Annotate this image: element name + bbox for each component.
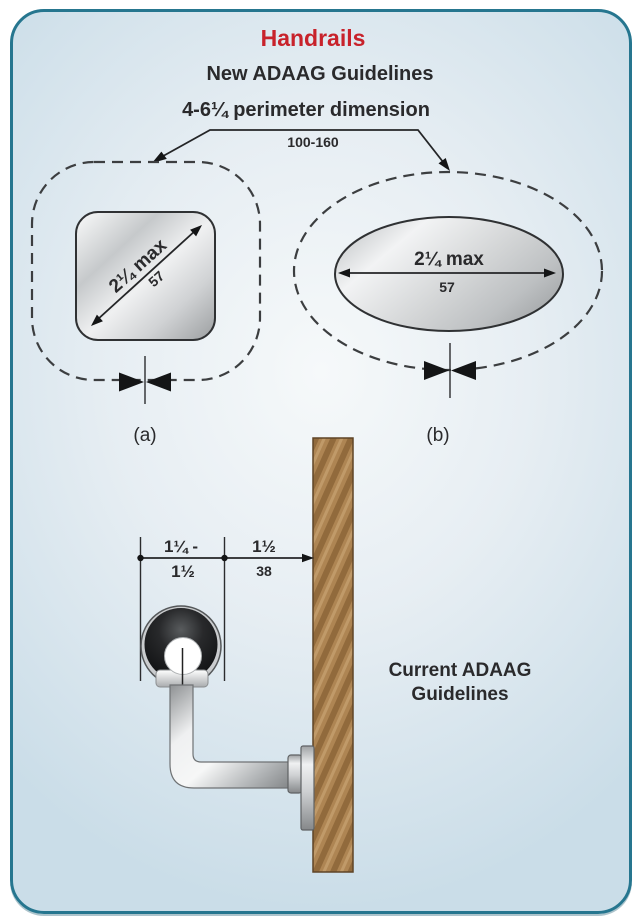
shape-b-rail-profile [334, 216, 564, 332]
rail-diameter-range-bottom: 1½ [171, 562, 195, 581]
current-guidelines-title-line2: Guidelines [411, 684, 508, 705]
leader-arrowhead-right [438, 158, 450, 171]
shape-b-group: 2¼ max 57 (b) [292, 170, 604, 446]
shape-b-caption: (b) [426, 425, 449, 446]
shape-a-caption: (a) [133, 425, 156, 446]
leader-arrowhead-left [152, 151, 167, 163]
shape-a-group: 2¼ max 57 (a) [30, 160, 262, 446]
new-guidelines-subtitle: New ADAAG Guidelines [206, 63, 433, 85]
wall-clearance-label: 1½ [252, 537, 276, 556]
shape-b-width-arrow [338, 268, 556, 278]
bracket-wall-plate [300, 745, 315, 831]
current-guidelines-title-line1: Current ADAAG [389, 660, 532, 681]
perimeter-dimension-label: 4-6¼ perimeter dimension [182, 99, 430, 121]
rail-diameter-range-top: 1¼ - [164, 537, 198, 556]
perimeter-leader-lines [152, 129, 450, 171]
wall-group [312, 437, 354, 873]
shape-b-metric-label: 57 [439, 279, 455, 295]
shape-a-tangent-marker [119, 356, 171, 404]
shape-a-perimeter-outline [30, 160, 262, 382]
wall-dimension-arrowhead [302, 553, 314, 563]
bracket-collar [287, 754, 303, 794]
shape-b-dimension-label: 2¼ max [414, 249, 484, 270]
shape-b-tangent-marker [424, 343, 476, 398]
wall-clearance-metric: 38 [256, 563, 272, 579]
rail-dimension-lines [137, 537, 314, 681]
shape-b-perimeter-outline [292, 170, 604, 372]
page-title: Handrails [261, 25, 366, 51]
handrail-bracket-group [140, 605, 315, 831]
perimeter-metric-label: 100-160 [287, 134, 339, 150]
shape-a-diagonal-arrow [91, 225, 202, 326]
bracket-arm [169, 684, 291, 789]
wood-wall [312, 437, 354, 873]
